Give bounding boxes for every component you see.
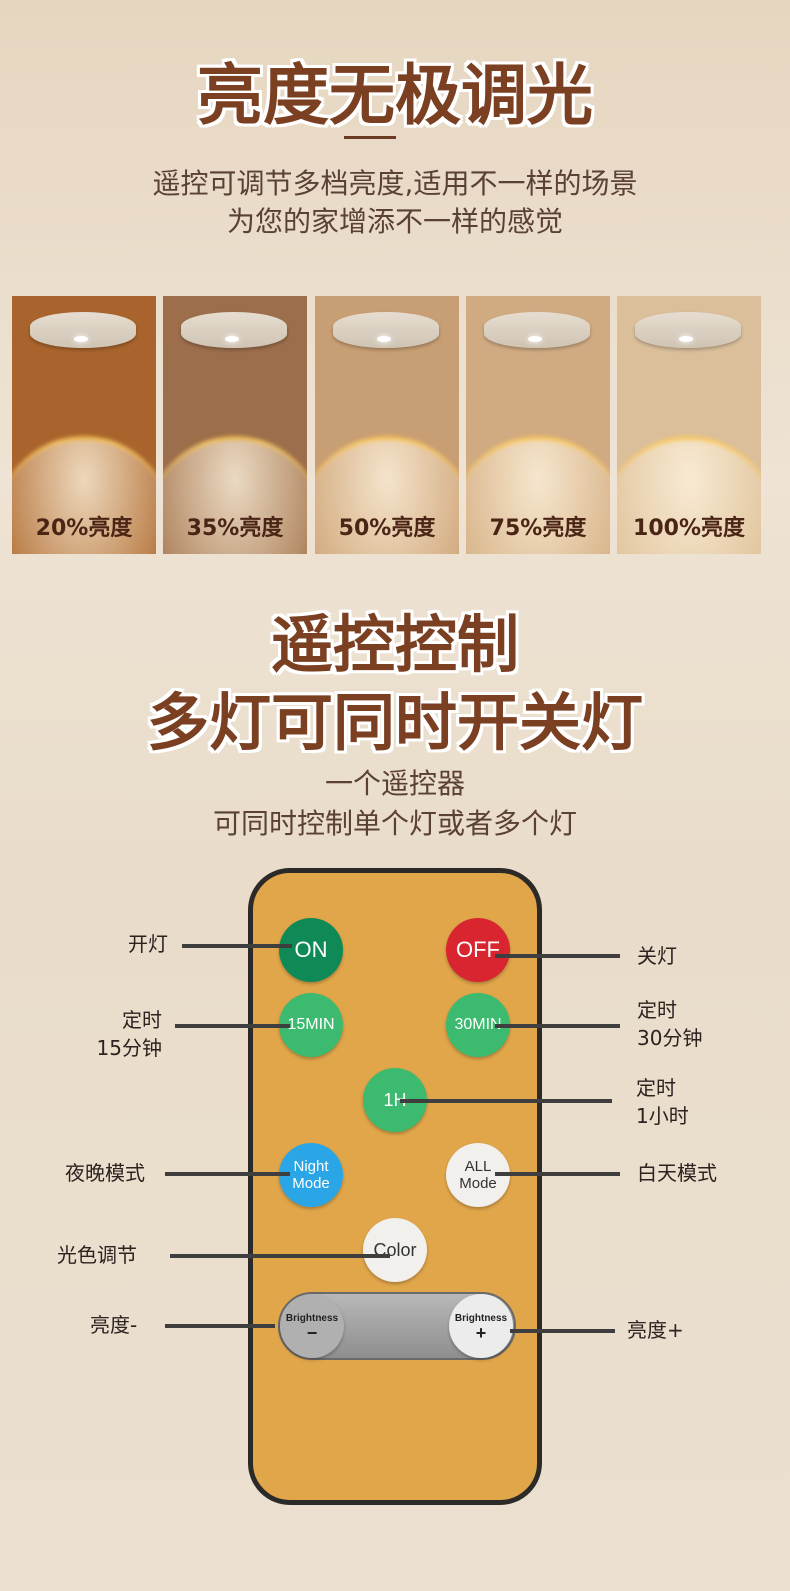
plus-icon: +: [475, 1323, 487, 1343]
label-line: 30分钟: [637, 1026, 703, 1050]
off-button[interactable]: OFF: [446, 918, 510, 982]
label-line: 定时: [637, 998, 677, 1022]
callout-line: [510, 1329, 615, 1333]
panel-label: 50%亮度: [338, 516, 436, 541]
label-line: 15分钟: [96, 1036, 162, 1060]
section-title: 亮度无极调光: [197, 57, 593, 134]
brightness-panel: 35%亮度: [163, 296, 307, 554]
brightness-minus-button[interactable]: Brightness−: [280, 1294, 344, 1358]
section-title: 遥控控制: [270, 608, 519, 681]
label-night: 夜晚模式: [65, 1161, 145, 1185]
label-color: 光色调节: [57, 1243, 137, 1267]
subtitle-line: 遥控可调节多档亮度,适用不一样的场景: [152, 167, 638, 200]
label-line: 1小时: [636, 1104, 689, 1128]
callout-line: [165, 1324, 275, 1328]
brightness-panel: 100%亮度: [617, 296, 761, 554]
callout-line: [495, 954, 620, 958]
lamp-image: [484, 312, 590, 348]
lamp-image: [333, 312, 439, 348]
panel-label: 100%亮度: [633, 516, 745, 541]
lamp-image: [181, 312, 287, 348]
lamp-image: [635, 312, 741, 348]
panel-label: 35%亮度: [186, 516, 284, 541]
label-30min: 定时 30分钟: [637, 996, 702, 1052]
callout-line: [170, 1254, 390, 1258]
subtitle-line: 可同时控制单个灯或者多个灯: [212, 807, 577, 840]
panel-label: 75%亮度: [489, 516, 587, 541]
lamp-image: [30, 312, 136, 348]
label-off: 关灯: [637, 944, 677, 968]
on-button[interactable]: ON: [279, 918, 343, 982]
callout-line: [495, 1024, 620, 1028]
callout-line: [182, 944, 292, 948]
callout-line: [495, 1172, 620, 1176]
label-minus: 亮度-: [90, 1313, 138, 1337]
minus-icon: −: [306, 1323, 318, 1343]
label-line: 定时: [122, 1008, 162, 1032]
section-title: 多灯可同时开关灯: [146, 686, 643, 759]
brightness-panel: 75%亮度: [466, 296, 610, 554]
brightness-plus-button[interactable]: Brightness+: [449, 1294, 513, 1358]
divider: [344, 136, 396, 139]
label-plus: 亮度+: [627, 1318, 684, 1342]
label-on: 开灯: [128, 932, 168, 956]
callout-line: [175, 1024, 290, 1028]
color-button[interactable]: Color: [363, 1218, 427, 1282]
label-1h: 定时 1小时: [636, 1074, 689, 1130]
subtitle-line: 为您的家增添不一样的感觉: [226, 205, 563, 238]
subtitle-line: 一个遥控器: [324, 767, 465, 800]
mode-label: Mode: [292, 1175, 330, 1192]
label-15min: 定时 15分钟: [97, 1006, 162, 1062]
label-line: 定时: [636, 1076, 676, 1100]
brightness-label: Brightness: [285, 1313, 339, 1324]
panel-label: 20%亮度: [35, 516, 133, 541]
mode-label: Mode: [459, 1175, 497, 1192]
callout-line: [165, 1172, 290, 1176]
night-label: Night: [293, 1158, 329, 1175]
brightness-panel: 20%亮度: [12, 296, 156, 554]
label-all: 白天模式: [637, 1161, 717, 1185]
brightness-panel: 50%亮度: [315, 296, 459, 554]
all-label: ALL: [464, 1158, 492, 1175]
brightness-label: Brightness: [454, 1313, 508, 1324]
callout-line: [400, 1099, 612, 1103]
